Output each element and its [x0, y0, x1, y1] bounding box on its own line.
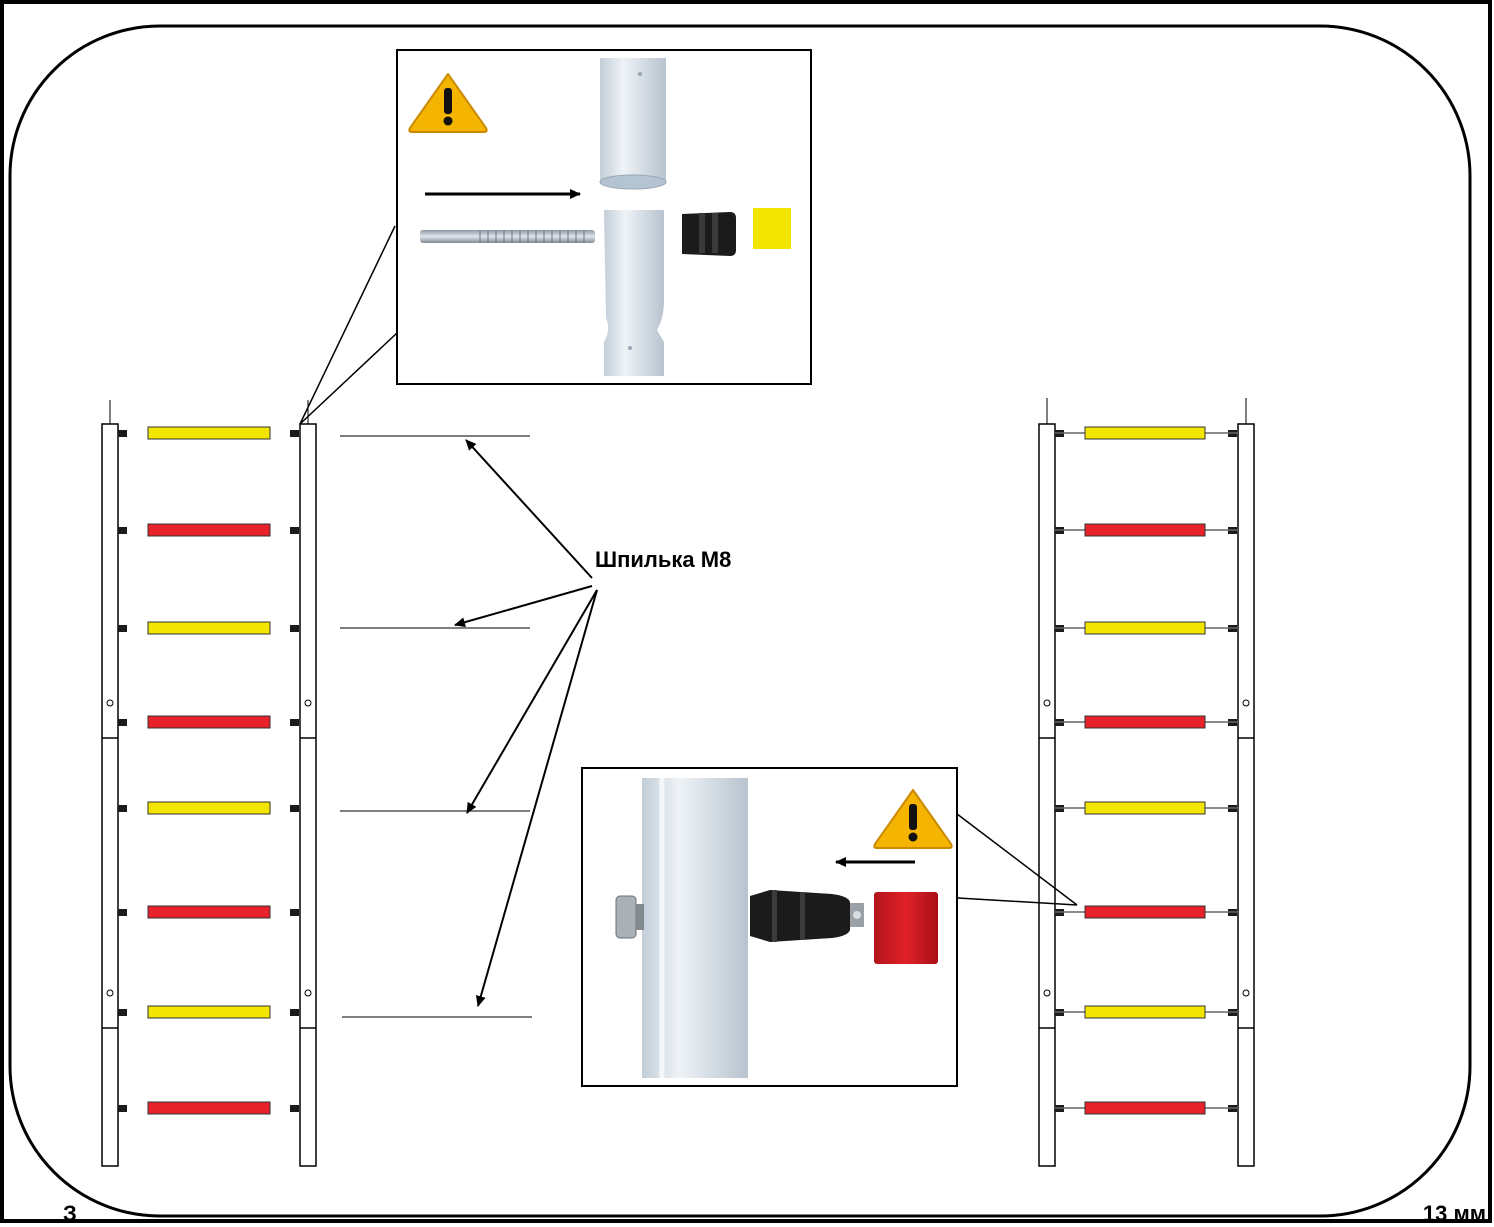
right-ladder — [1038, 398, 1255, 1167]
black-end-plug — [750, 890, 864, 942]
left-ladder-post-right — [299, 423, 317, 1167]
warning-triangle-icon — [408, 73, 488, 133]
right-ladder-post-left — [1038, 423, 1056, 1167]
warning-triangle-icon — [873, 789, 953, 849]
ladder-rung-yellow — [118, 426, 299, 440]
stud-callout-arrows — [454, 439, 598, 1007]
lower-pipe — [604, 210, 664, 376]
loose-studs — [340, 435, 532, 1018]
ladder-rung-yellow — [1055, 1005, 1238, 1019]
ladder-rung-red — [118, 523, 299, 537]
ladder-rung-yellow — [1055, 801, 1238, 815]
threaded-rod — [420, 230, 595, 243]
ladder-rung-red — [1055, 905, 1238, 919]
ladder-rung-yellow — [1055, 426, 1238, 440]
top-detail-callout — [299, 49, 812, 425]
left-ladder-post-left — [101, 423, 119, 1167]
ladder-rung-yellow — [118, 801, 299, 815]
black-end-plug — [682, 212, 736, 256]
direction-arrow-icon — [475, 589, 598, 1007]
ladder-rung-red — [118, 905, 299, 919]
bottom-detail-callout — [581, 767, 1078, 1087]
ladder-rung-red — [1055, 1101, 1238, 1115]
page-number: 13 мм — [1422, 1201, 1486, 1226]
red-end-cap — [874, 892, 938, 964]
stud-m8-label: Шпилька М8 — [595, 547, 732, 572]
corner-mark: З — [63, 1201, 77, 1226]
right-ladder-post-right — [1237, 423, 1255, 1167]
ladder-rung-red — [1055, 715, 1238, 729]
left-ladder — [101, 400, 317, 1167]
direction-arrow-icon — [454, 585, 593, 628]
hex-nut — [615, 895, 644, 939]
vertical-pipe — [642, 778, 748, 1078]
ladder-rung-yellow — [118, 621, 299, 635]
ladder-rung-red — [118, 715, 299, 729]
ladder-rung-red — [118, 1101, 299, 1115]
ladder-rung-red — [1055, 523, 1238, 537]
ladder-rung-yellow — [118, 1005, 299, 1019]
direction-arrow-icon — [466, 589, 598, 814]
main-panel — [8, 24, 1472, 1218]
ladder-rung-yellow — [1055, 621, 1238, 635]
upper-pipe — [599, 58, 667, 190]
yellow-end-cap — [753, 208, 791, 249]
direction-arrow-icon — [465, 439, 593, 579]
